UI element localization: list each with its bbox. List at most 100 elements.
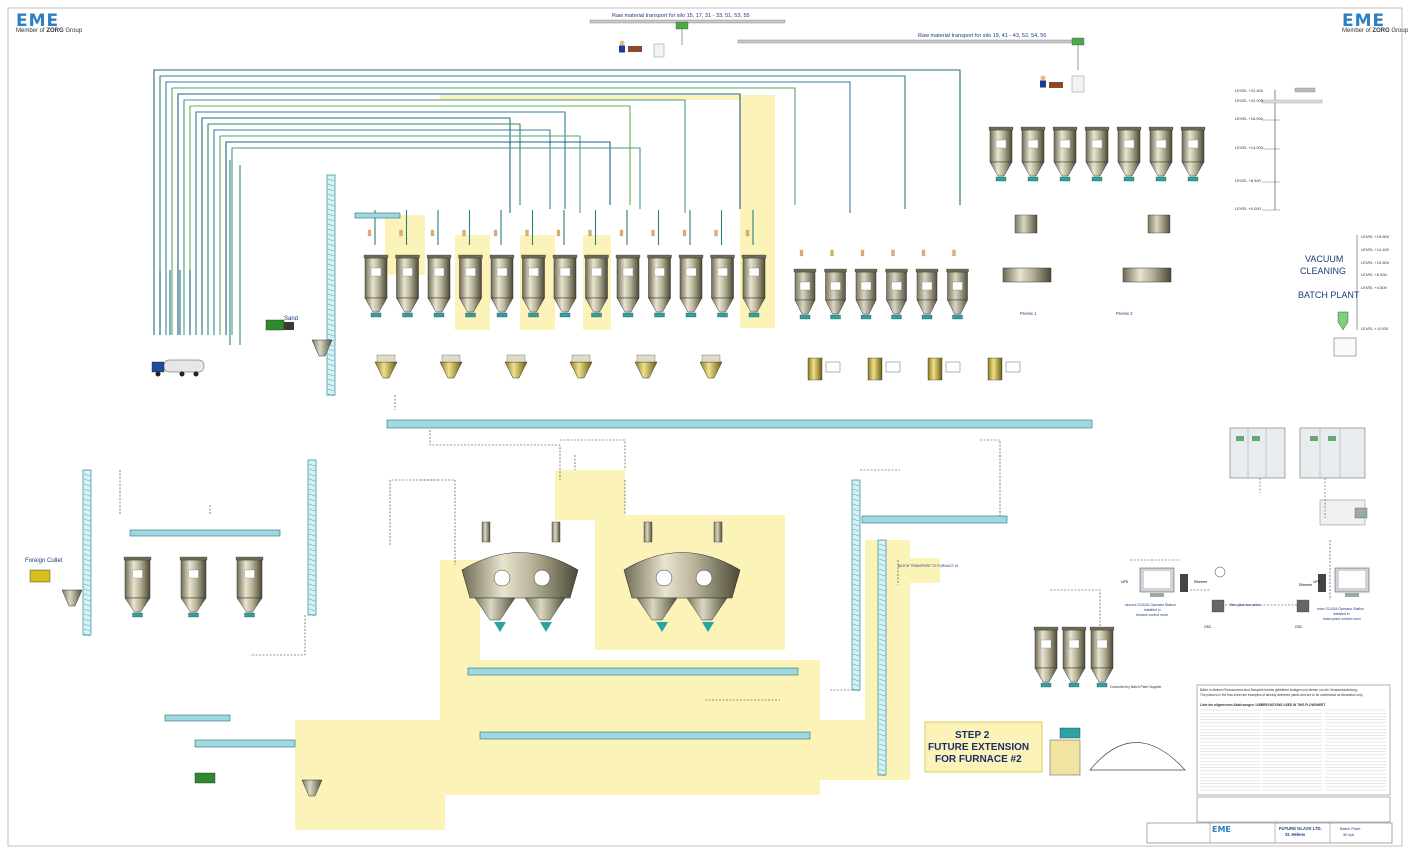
silo-feeder — [921, 314, 933, 320]
silo-cone — [1117, 161, 1141, 177]
silo-plate — [654, 267, 665, 277]
elevator-bucket — [308, 493, 316, 497]
elevator-bucket — [308, 463, 316, 467]
elevator-bucket — [83, 633, 91, 637]
silo-plate — [1096, 639, 1108, 649]
intake-hopper — [311, 339, 333, 357]
level-label: LEVEL +0.000 — [1235, 206, 1262, 211]
cullet-silo — [179, 556, 208, 618]
silo-body — [679, 257, 703, 299]
elevator-bucket — [308, 508, 316, 512]
silo-feeder — [244, 612, 255, 618]
elevator-bucket — [878, 763, 886, 767]
scada2-line-1: second SCADA Operator Station — [1125, 603, 1176, 607]
elevator-bucket — [878, 678, 886, 682]
cullet-belt-small — [164, 714, 231, 722]
elevator-bucket — [878, 643, 886, 647]
titleblock-logo: EME — [1212, 825, 1231, 834]
micro-scale — [927, 357, 943, 381]
silo-body — [180, 559, 207, 599]
elevator-bucket — [852, 548, 860, 552]
silo-roof — [489, 254, 515, 259]
silo-cone — [616, 297, 640, 313]
silo-body — [1034, 629, 1058, 669]
silo-plate — [1123, 139, 1135, 149]
raw-material-silo — [521, 254, 546, 318]
control-panel — [885, 361, 901, 373]
elevator-bucket — [878, 698, 886, 702]
pipeline — [159, 75, 906, 335]
legend-abbrev-title: Liste der allgemeinen Abkürzungen / ABBR… — [1200, 703, 1325, 707]
tag-labels — [367, 229, 956, 257]
elevator-bucket — [327, 243, 335, 247]
silo-body — [553, 257, 577, 299]
silo-roof — [710, 254, 735, 259]
silo-feeder — [654, 312, 665, 318]
elevator-bucket — [327, 378, 335, 382]
silo-cone — [916, 299, 938, 315]
premix-hopper — [1014, 214, 1038, 234]
elevator-bucket — [308, 608, 316, 612]
minor-silo — [946, 268, 969, 320]
silo-plate — [1027, 139, 1039, 149]
mixer-outlet — [494, 622, 506, 632]
silo-body — [427, 257, 451, 299]
level-scale: LEVEL +22.400 LEVEL +22.000 LEVEL +18.00… — [1235, 87, 1323, 211]
vacuum-cleaning-block: VACUUM CLEANING BATCH PLANT LEVEL +19.80… — [1298, 234, 1390, 357]
dashed-line — [429, 430, 561, 480]
ethernet-label: Ethernet — [1194, 580, 1207, 584]
elevator-bucket — [878, 608, 886, 612]
silo-roof — [647, 254, 672, 259]
silo-feeder — [995, 176, 1007, 182]
elevator-bucket — [83, 618, 91, 622]
mixer-motor — [695, 569, 713, 587]
logo-right-member: Member of ZORG Group — [1342, 28, 1409, 34]
silo-plate — [952, 281, 963, 291]
elevator-bucket — [852, 663, 860, 667]
elevator-bucket — [327, 223, 335, 227]
silo-cone — [124, 597, 151, 613]
silo-body — [124, 559, 151, 599]
silo-cone — [236, 597, 263, 613]
level-label: LEVEL +22.400 — [1235, 88, 1264, 93]
elevator-bucket — [878, 628, 886, 632]
elevator-bucket — [308, 553, 316, 557]
elevator-bucket — [878, 598, 886, 602]
elevator-bucket — [83, 583, 91, 587]
raw-material-silo — [741, 254, 767, 318]
logo-right: EME Member of ZORG Group — [1342, 11, 1409, 34]
vacuum-title-3: BATCH PLANT — [1298, 290, 1360, 300]
silo-roof — [1116, 126, 1142, 131]
silo-roof — [1020, 126, 1046, 131]
elevator-bucket — [878, 613, 886, 617]
silo-plate — [370, 267, 382, 277]
elevator-bucket — [327, 393, 335, 397]
elevator-bucket — [852, 483, 860, 487]
elevator-bucket — [308, 498, 316, 502]
elevator-bucket — [327, 218, 335, 222]
logo-right-brand: EME — [1342, 11, 1385, 31]
logo-left-member: Member of ZORG Group — [16, 28, 83, 34]
pipeline — [189, 105, 631, 335]
elevator-bucket — [308, 543, 316, 547]
elevator-bucket — [852, 523, 860, 527]
silo-roof — [1148, 126, 1174, 131]
furnace-feed-belt — [861, 515, 1008, 524]
premix-silo — [1084, 126, 1110, 182]
elevator-bucket — [327, 248, 335, 252]
vacuum-title-2: CLEANING — [1300, 266, 1346, 276]
minor-silo — [854, 268, 878, 320]
pipeline — [213, 129, 551, 335]
raw-material-silo — [678, 254, 704, 318]
elevator-bucket — [852, 603, 860, 607]
silo-plate — [1187, 139, 1199, 149]
ups-label: UPS — [1313, 580, 1321, 584]
premix-mixer-2 — [1122, 267, 1172, 283]
osc-label: OSC — [1295, 625, 1303, 629]
titleblock-client-1: FUTURE GLASS LTD. — [1279, 826, 1322, 831]
silo-cone — [648, 297, 671, 313]
elevator-bucket — [878, 573, 886, 577]
silo-roof — [458, 254, 483, 259]
elevator-bucket — [878, 738, 886, 742]
silo-roof — [363, 254, 389, 259]
